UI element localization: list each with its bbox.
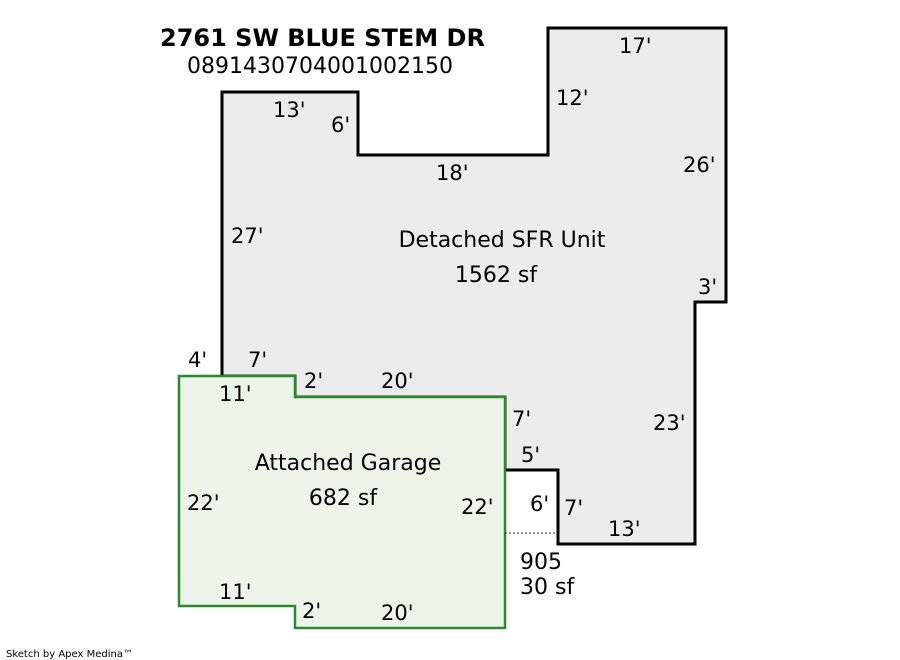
dimension-label: 11' — [219, 382, 252, 406]
address-title: 2761 SW BLUE STEM DR — [160, 24, 485, 52]
garage-area-size: 682 sf — [309, 486, 378, 511]
small-area-size: 30 sf — [520, 575, 575, 600]
dimension-label: 13' — [608, 517, 641, 541]
dimension-label: 17' — [619, 34, 652, 58]
dimension-label: 7' — [564, 496, 583, 520]
garage-outline — [177, 374, 507, 630]
house-area-size: 1562 sf — [455, 263, 538, 288]
dimension-label: 18' — [436, 161, 469, 185]
dimension-label: 7' — [512, 407, 531, 431]
dimension-label: 11' — [219, 580, 252, 604]
dimension-label: 23' — [653, 411, 686, 435]
small-area-code: 905 — [520, 550, 562, 575]
house-area-name: Detached SFR Unit — [399, 228, 606, 253]
dimension-label: 20' — [381, 601, 414, 625]
dimension-label: 4' — [188, 348, 207, 372]
dimension-label: 12' — [556, 86, 589, 110]
dimension-label: 22' — [461, 495, 494, 519]
dimension-label: 13' — [273, 98, 306, 122]
dimension-label: 6' — [331, 113, 350, 137]
dimension-label: 22' — [187, 491, 220, 515]
dimension-label: 6' — [530, 492, 549, 516]
sketch-credit: Sketch by Apex Medina™ — [6, 649, 133, 660]
dimension-label: 26' — [683, 153, 716, 177]
dimension-label: 27' — [231, 224, 264, 248]
dimension-label: 7' — [248, 348, 267, 372]
dimension-label: 5' — [521, 443, 540, 467]
dimension-label: 2' — [302, 599, 321, 623]
garage-area-name: Attached Garage — [255, 451, 441, 476]
dimension-label: 3' — [698, 275, 717, 299]
dimension-label: 20' — [381, 369, 414, 393]
dimension-label: 2' — [304, 369, 323, 393]
parcel-number: 0891430704001002150 — [187, 54, 453, 79]
